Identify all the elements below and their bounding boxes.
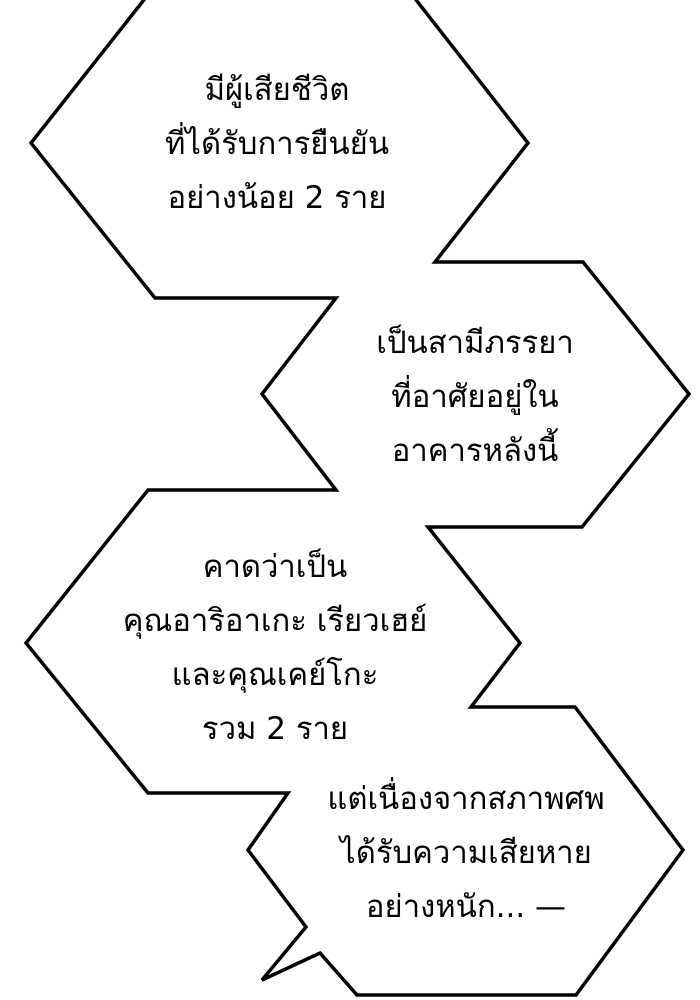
- connected-speech-bubbles: [23, 0, 692, 997]
- bubble-3-line: คาดว่าเป็น: [202, 549, 348, 585]
- bubble-4-line: แต่เนื่องจากสภาพศพ: [327, 781, 605, 817]
- bubble-4-line: ได้รับความเสียหาย: [340, 835, 592, 871]
- bubble-2-line: เป็นสามีภรรยา: [376, 325, 574, 361]
- bubble-3-line: และคุณเคย์โกะ: [171, 657, 379, 693]
- bubble-2-line: อาคารหลังนี้: [391, 433, 559, 469]
- bubble-1-text: มีผู้เสียชีวิต ที่ได้รับการยืนยัน อย่างน…: [165, 63, 389, 225]
- bubble-2-line: ที่อาศัยอยู่ใน: [391, 379, 559, 415]
- bubble-2-text: เป็นสามีภรรยา ที่อาศัยอยู่ใน อาคารหลังนี…: [376, 316, 574, 478]
- bubble-3-line: รวม 2 ราย: [201, 711, 349, 747]
- bubble-1-line: ที่ได้รับการยืนยัน: [164, 126, 390, 162]
- bubble-3-line: คุณอาริอาเกะ เรียวเฮย์: [122, 603, 428, 639]
- bubble-4-text: แต่เนื่องจากสภาพศพ ได้รับความเสียหาย อย่…: [327, 772, 604, 934]
- bubble-4-line: อย่างหนัก... —: [365, 889, 567, 925]
- bubble-1-line: มีผู้เสียชีวิต: [204, 72, 350, 108]
- bubble-1-line: อย่างน้อย 2 ราย: [167, 180, 387, 216]
- bubble-3-text: คาดว่าเป็น คุณอาริอาเกะ เรียวเฮย์ และคุณ…: [123, 540, 428, 756]
